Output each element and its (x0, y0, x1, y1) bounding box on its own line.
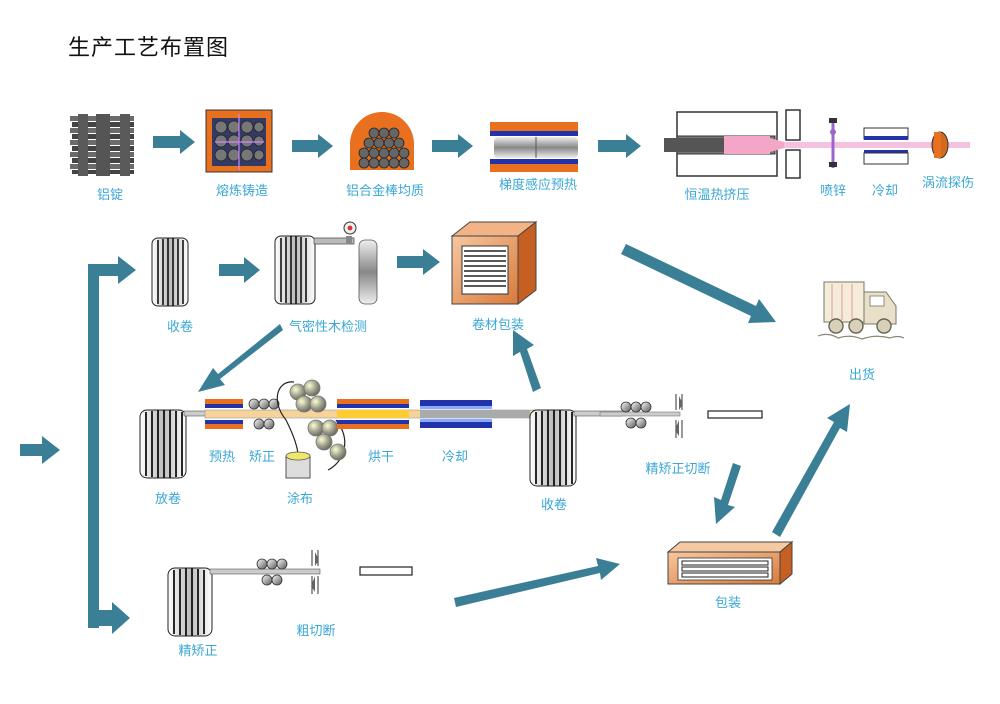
straighten-cutter-icon (599, 394, 763, 438)
label-melt: 熔炼铸造 (215, 184, 269, 199)
induction-heater-icon (490, 122, 578, 172)
straighten-rollers-icon (248, 398, 280, 430)
label-pack: 包装 (714, 596, 742, 611)
label-eddy: 涡流探伤 (921, 176, 975, 191)
arrow-3 (432, 134, 473, 158)
coating-rollers-icon (276, 379, 347, 479)
eddy-probe-icon (931, 131, 949, 159)
zinc-sprayer-icon (829, 118, 837, 168)
arrow-to-uncoil (198, 324, 283, 392)
label-coil-1: 收卷 (166, 320, 194, 335)
label-coil-2: 收卷 (540, 498, 568, 513)
label-preheat: 预热 (208, 450, 236, 465)
cooler-icon-2 (420, 400, 530, 428)
airtight-tester-icon (274, 221, 378, 305)
arrow-to-package-coil (513, 330, 541, 392)
label-straight-cut: 精矫正切断 (645, 462, 711, 477)
label-ingot: 铝锭 (96, 188, 124, 203)
label-coat: 涂布 (286, 492, 314, 507)
coil-icon-1 (151, 237, 189, 307)
truck-icon (817, 281, 905, 340)
arrow-to-ship-1 (621, 244, 776, 323)
label-pack-coil: 卷材包装 (471, 318, 525, 333)
fine-straighten-icon (167, 558, 321, 637)
left-branch-arrows (20, 256, 136, 634)
label-rough-cut: 粗切断 (296, 624, 336, 639)
arrow-to-pack (714, 463, 741, 524)
dryer-icon (337, 399, 409, 429)
arrow-2 (292, 134, 333, 158)
label-uncoil: 放卷 (154, 492, 182, 507)
arrow-6 (397, 249, 440, 275)
rough-cutter-icon (311, 550, 413, 594)
label-airtight: 气密性木检测 (288, 320, 368, 335)
label-homogenize: 铝合金棒均质 (345, 184, 425, 199)
extrusion-press-icon (664, 109, 970, 179)
label-cool-2: 冷却 (441, 450, 469, 465)
label-cool-1: 冷却 (871, 184, 899, 199)
label-ship: 出货 (848, 368, 876, 383)
preheat-coil-icon (205, 399, 243, 429)
arrow-rough-to-pack (454, 558, 620, 607)
label-zinc-spray: 喷锌 (819, 184, 847, 199)
arrow-to-ship-2 (772, 404, 850, 537)
arrow-4 (598, 134, 641, 158)
label-preheat-gradient: 梯度感应预热 (498, 178, 578, 193)
label-straighten: 矫正 (248, 450, 276, 465)
label-dry: 烘干 (367, 450, 395, 465)
uncoil-icon (139, 409, 209, 479)
coil-icon-2 (529, 409, 623, 487)
arrow-5 (219, 257, 260, 283)
label-fine-straighten: 精矫正 (178, 644, 218, 659)
homogenize-furnace-icon (350, 112, 414, 170)
label-extrusion: 恒温热挤压 (684, 188, 750, 203)
cooler-icon-1 (863, 127, 909, 165)
coil-package-box-icon (450, 220, 538, 306)
ingot-stack-icon (70, 114, 134, 176)
furnace-icon (205, 109, 273, 173)
page-title: 生产工艺布置图 (68, 36, 230, 61)
arrow-1 (153, 130, 195, 154)
pack-box-icon (666, 540, 794, 586)
